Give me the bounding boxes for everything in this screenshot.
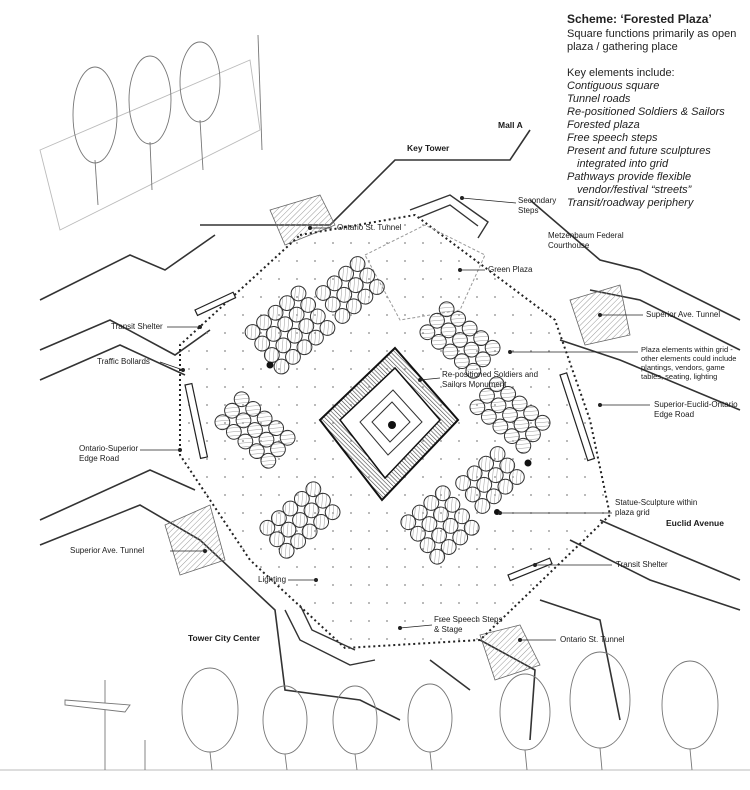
label-ontario-tunnel-top: Ontario St. Tunnel: [337, 223, 402, 232]
tree-canopy: [463, 519, 480, 536]
traffic-bollards: [184, 372, 596, 462]
tunnel-portals: [164, 194, 631, 681]
label-statue-sculpture: Statue-Sculpture within plaza grid: [615, 498, 698, 517]
tree-grid: [214, 256, 551, 565]
scheme-element: Contiguous square: [567, 80, 660, 92]
tree-canopy: [508, 469, 525, 485]
scheme-element: Re-positioned Soldiers & Sailors: [567, 106, 725, 118]
label-metzenbaum: Metzenbaum Federal Courthouse: [548, 231, 624, 250]
label-superior-euclid-ontario: Superior-Euclid-Ontario Edge Road: [654, 400, 738, 419]
label-key-tower: Key Tower: [407, 143, 450, 153]
scheme-element: Transit/roadway periphery: [567, 197, 694, 209]
scheme-elements-list: Contiguous square Tunnel roads Re-positi…: [567, 80, 747, 210]
perspective-trees-bottom: [0, 651, 750, 771]
leader-lines: [140, 195, 650, 643]
label-ontario-tunnel-bottom: Ontario St. Tunnel: [560, 635, 625, 644]
label-mall-a: Mall A: [498, 120, 523, 130]
label-lighting: Lighting: [258, 575, 287, 584]
tree-canopy: [319, 320, 336, 336]
scheme-title: Scheme: ‘Forested Plaza’: [567, 12, 712, 26]
tree-canopy: [324, 504, 341, 521]
label-transit-shelter-left: Transit Shelter: [111, 322, 163, 331]
scheme-element: Forested plaza: [567, 119, 640, 131]
scheme-description: Square functions primarily as open plaza…: [567, 28, 737, 53]
label-ontario-superior: Ontario-Superior Edge Road: [79, 444, 139, 463]
label-free-speech: Free Speech Steps & Stage: [434, 615, 503, 634]
green-plaza: [364, 224, 486, 321]
tree-canopy: [465, 362, 482, 379]
tree-canopy: [260, 452, 277, 469]
label-plaza-elements: Plaza elements within grid - other eleme…: [641, 345, 737, 381]
label-transit-shelter-right: Transit Shelter: [616, 560, 668, 569]
transit-shelters: [194, 291, 553, 582]
scheme-element: Free speech steps: [567, 132, 658, 144]
secondary-steps: [409, 194, 489, 239]
label-tower-city: Tower City Center: [188, 633, 261, 643]
label-secondary-steps: Secondary Steps: [518, 196, 557, 215]
label-superior-tunnel-left: Superior Ave. Tunnel: [70, 546, 145, 555]
label-euclid-avenue: Euclid Avenue: [666, 518, 724, 528]
free-speech-steps: [284, 604, 376, 666]
scheme-element: Tunnel roads: [567, 93, 631, 105]
label-traffic-bollards: Traffic Bollards: [97, 357, 150, 366]
label-green-plaza: Green Plaza: [488, 265, 533, 274]
tree-canopy: [368, 279, 385, 295]
tree-canopy: [515, 437, 532, 454]
label-superior-tunnel-right: Superior Ave. Tunnel: [646, 310, 721, 319]
scheme-elements-heading: Key elements include:: [567, 67, 675, 79]
street-edges: [39, 129, 741, 741]
perspective-trees-top-left: [39, 34, 263, 231]
scheme-panel: Scheme: ‘Forested Plaza’ Square function…: [567, 12, 747, 210]
label-monument: Re-positioned Soldiers and Sailors Monum…: [442, 370, 539, 389]
soldiers-sailors-monument: [318, 346, 460, 502]
